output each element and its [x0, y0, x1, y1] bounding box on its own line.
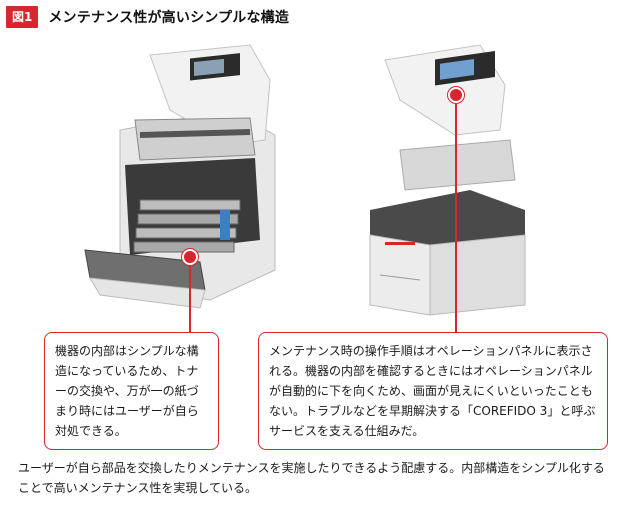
callout-line-right	[455, 94, 457, 332]
printer-open-image	[84, 44, 276, 309]
figure-header: 図1 メンテナンス性が高いシンプルな構造	[6, 6, 289, 28]
figure-caption: ユーザーが自ら部品を交換したりメンテナンスを実施したりできるよう配慮する。内部構…	[18, 461, 605, 495]
callout-box-right: メンテナンス時の操作手順はオペレーションパネルに表示される。機器の内部を確認する…	[258, 332, 608, 450]
callout-text-right: メンテナンス時の操作手順はオペレーションパネルに表示される。機器の内部を確認する…	[269, 344, 596, 438]
printer-panel-image	[369, 44, 526, 316]
callout-line-left	[189, 256, 191, 332]
callout-marker-right	[448, 87, 464, 103]
figure-title: メンテナンス性が高いシンプルな構造	[48, 10, 290, 26]
callout-text-left: 機器の内部はシンプルな構造になっているため、トナーの交換や、万が一の紙づまり時に…	[55, 344, 199, 438]
figure-label: 図1	[6, 6, 39, 28]
callout-marker-left	[182, 249, 198, 265]
callout-box-left: 機器の内部はシンプルな構造になっているため、トナーの交換や、万が一の紙づまり時に…	[44, 332, 219, 450]
